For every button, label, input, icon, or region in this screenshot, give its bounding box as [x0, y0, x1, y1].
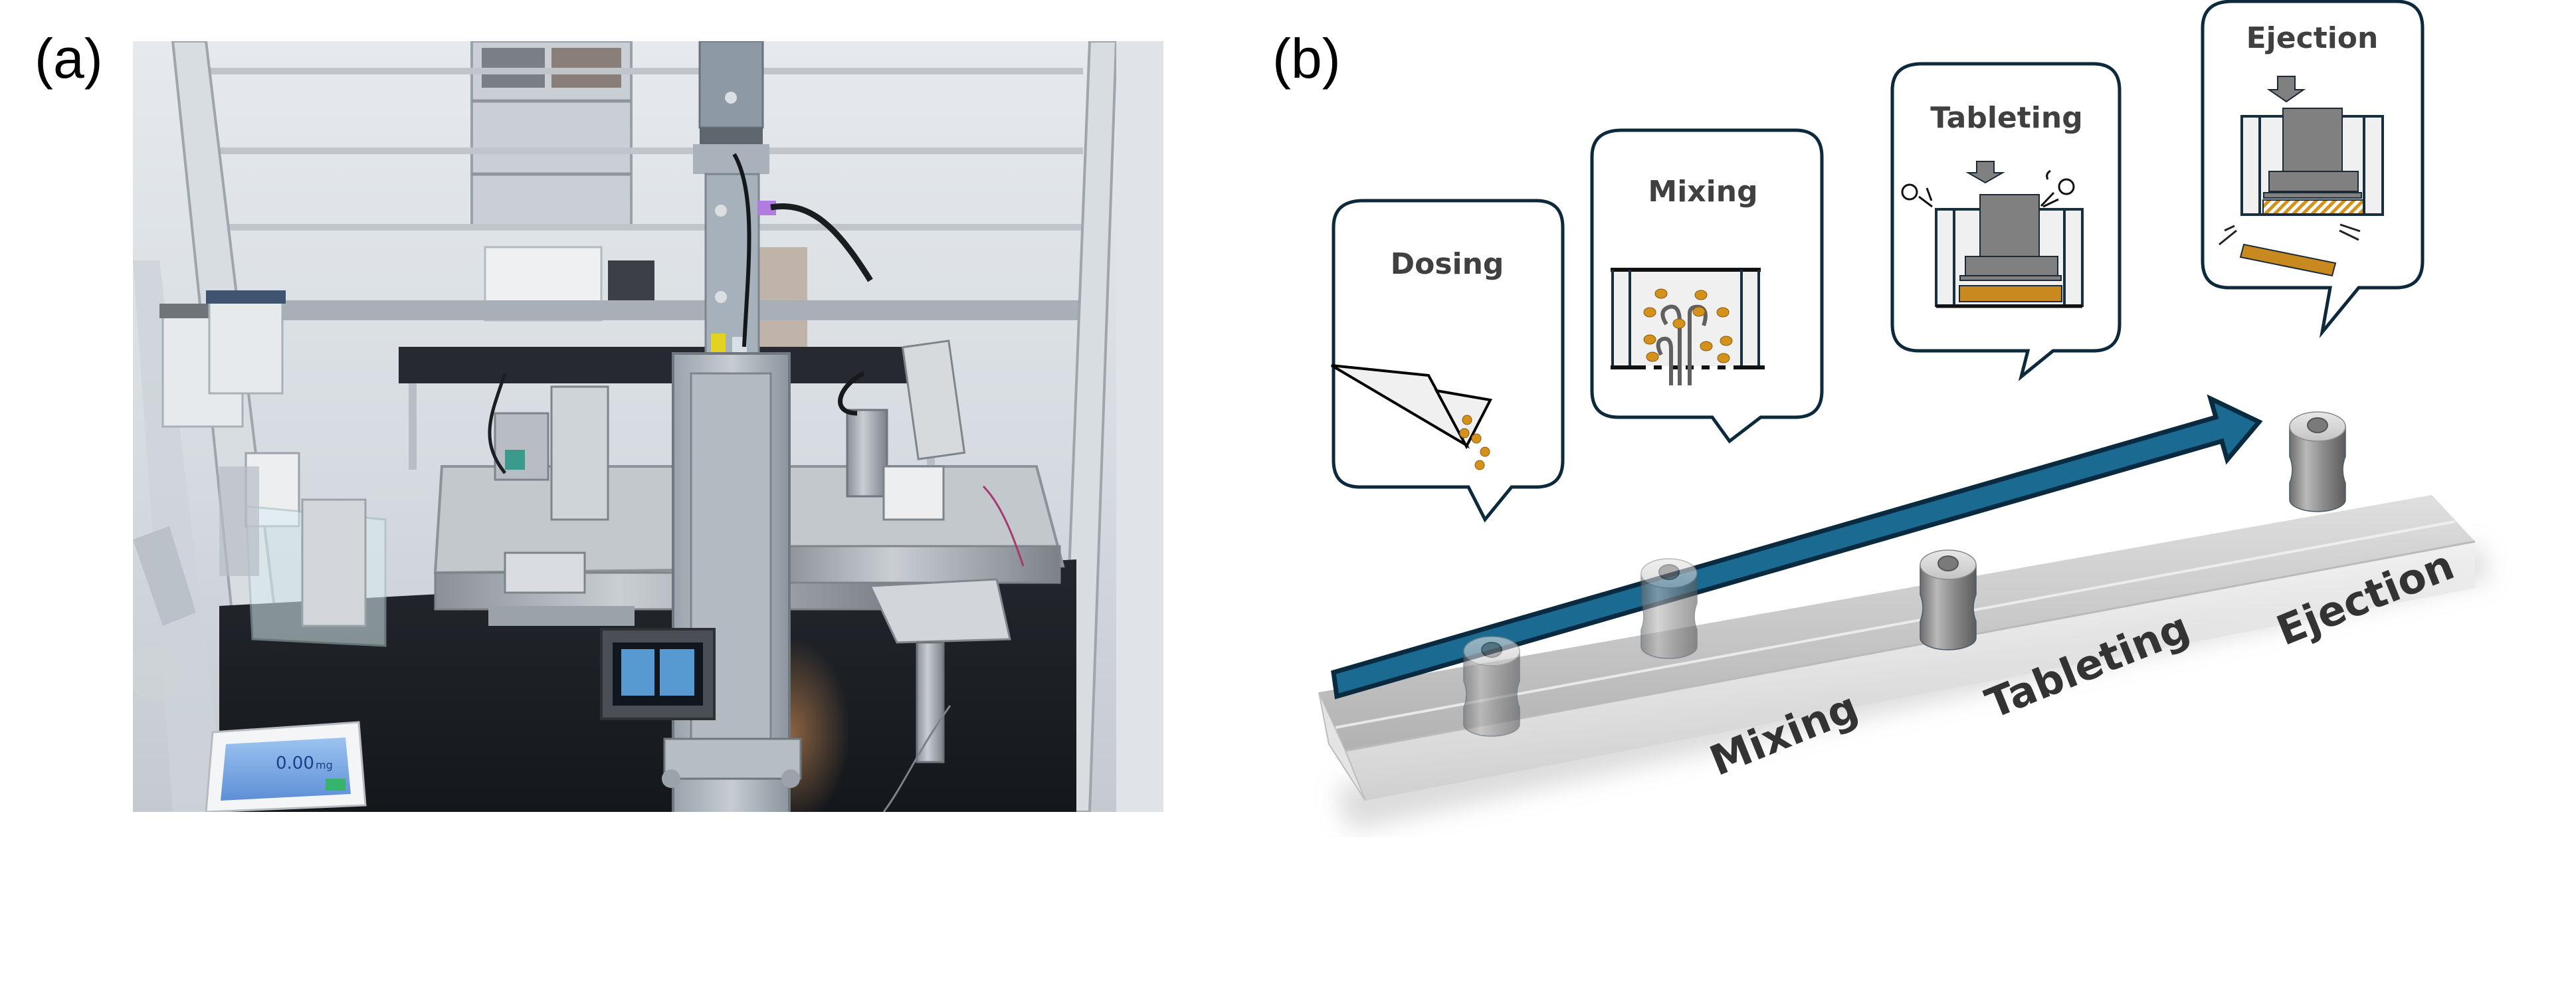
enclosure-rails [206, 68, 1083, 231]
die-ejection [2289, 411, 2346, 512]
punch-compress-icon [1901, 161, 2084, 308]
vortex-mixer-icon [1611, 268, 1765, 385]
powder-paper-pour-icon [1330, 364, 1493, 470]
bubble-ejection: Ejection [2201, 0, 2425, 338]
bubble-title-mixing: Mixing [1648, 175, 1757, 209]
analytical-balance [219, 452, 387, 647]
bubble-tableting: Tableting [1890, 62, 2122, 381]
process-diagram: Mixing Tableting Ejection Dosing Mixing [1318, 0, 2492, 831]
bubble-mixing: Mixing [1590, 128, 1824, 444]
die-set [1463, 411, 2346, 737]
panel-label-a: (a) [35, 27, 103, 90]
bubble-title-tableting: Tableting [1930, 101, 2082, 135]
die-dosing [1463, 636, 1520, 737]
background-bench [399, 347, 943, 383]
glass-vessel [133, 526, 196, 699]
panel-label-b: (b) [1272, 27, 1341, 90]
die-mixing [1640, 558, 1698, 659]
conveyor-rail [1318, 495, 2476, 801]
robotic-ejection-arm [868, 578, 1011, 812]
die-bore [2307, 417, 2328, 433]
powder-feeder-module [488, 373, 609, 521]
balance-readout-value: 0.00 [276, 753, 314, 773]
tablet-eject-icon [2219, 76, 2384, 277]
balance-readout-unit: mg [316, 759, 333, 771]
bubble-title-ejection: Ejection [2246, 21, 2379, 55]
die-bore [1481, 642, 1502, 658]
balance-display: 0.00 mg [205, 721, 367, 812]
tableting-press-unit [838, 340, 1025, 567]
bubble-dosing: Dosing [1330, 199, 1565, 523]
lab-system-photo: 0.00 mg [133, 41, 1163, 812]
die-tableting [1920, 549, 1977, 650]
background-bins [159, 290, 286, 428]
control-touch-panel [600, 628, 716, 720]
die-bore [1937, 555, 1959, 571]
central-column-hopper [662, 41, 873, 812]
bubble-title-dosing: Dosing [1391, 247, 1504, 281]
enclosure-top-beam [259, 300, 1090, 320]
die-bore [1658, 564, 1680, 580]
